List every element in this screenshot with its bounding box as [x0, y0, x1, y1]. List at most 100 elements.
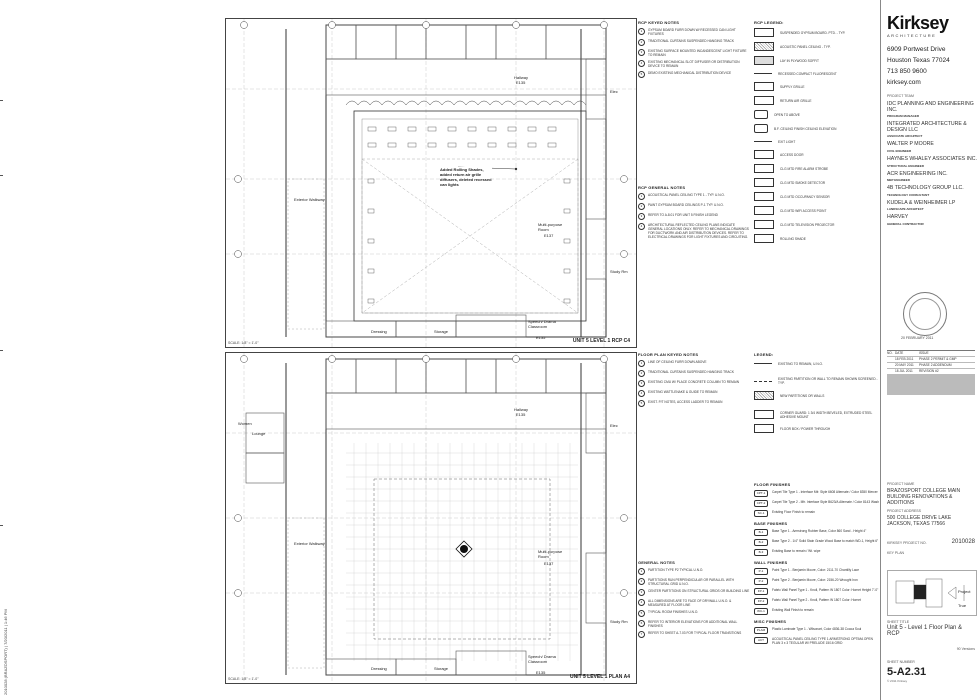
room-label-hallway: Hallway [514, 407, 529, 412]
note-number: 6 [638, 620, 645, 627]
note-number: 7 [638, 631, 645, 638]
legend-text: EXISTING TO REMAIN, U.N.O. [778, 361, 823, 366]
note-number: 3 [638, 380, 645, 387]
finish-text: Carpet Tile Type 1 - Interface Mfr. Styl… [772, 490, 878, 494]
revision-date: 18 FEB 2011 [895, 357, 914, 361]
firm-info: Kirksey ARCHITECTURE 6909 Portwest Drive… [887, 14, 977, 226]
legend-symbol [754, 192, 774, 201]
floor-finishes-heading: FLOOR FINISHES [754, 482, 791, 487]
room-label-hallway: Hallway [514, 75, 529, 80]
edge-tick [0, 350, 3, 351]
legend-symbol [754, 70, 772, 77]
note-text: REFER TO SHEET A-7.03 FOR TYPICAL FLOOR … [648, 631, 742, 635]
room-label-multipurpose: Multi-purpose Room [538, 549, 563, 559]
revision-row [887, 385, 975, 386]
legend-text: CLG MTD SMOKE DETECTOR [780, 180, 826, 185]
floor-plan-scale: SCALE: 1/8" = 1'-0" [228, 677, 259, 681]
legend-text: NEW PARTITIONS OR WALLS [780, 393, 825, 398]
plan-legend-heading: LEGEND: [754, 352, 774, 357]
finish-code: B-2 [754, 539, 768, 546]
finish-text: Existing Floor Finish to remain [772, 510, 815, 514]
legend-text: CLG MTD WIFI ACCESS POINT [780, 208, 827, 213]
title-block: Kirksey ARCHITECTURE 6909 Portwest Drive… [880, 0, 980, 700]
finish-code: FP-1 [754, 588, 768, 595]
copyright: © 2011 Kirksey [887, 679, 908, 683]
note-text: TRADITIONAL CURTAINS SUSPENDED HANGING T… [648, 39, 734, 43]
revision-desc: PHASE 2 PERMIT & GMP [919, 357, 957, 361]
team-member-role: ASSOCIATE ARCHITECT [887, 134, 923, 139]
note-number: 4 [638, 223, 645, 230]
finish-code: PLAM [754, 627, 768, 634]
legend-text: ROLLING SHADE [780, 236, 806, 241]
legend-text: RETURN AIR GRILLE [780, 98, 812, 103]
note-text: ALL DIMENSIONS ARE TO FACE OF DRYWALL U.… [648, 599, 732, 607]
finish-text: Plastic Laminate Type 1 - Wilsonart, Col… [772, 627, 862, 631]
key-plan-label: KEY PLAN [887, 551, 905, 555]
legend-item: EXIT LIGHT [754, 138, 880, 145]
legend-item: FLOOR BOX / POWER THROUGH [754, 424, 880, 433]
legend-symbol [754, 424, 774, 433]
revision-row [887, 376, 975, 377]
finish-code: P-1 [754, 568, 768, 575]
key-plan-drawing [895, 578, 965, 608]
legend-symbol [754, 410, 774, 419]
firm-address: 6909 Portwest Drive Houston Texas 77024 … [887, 44, 977, 88]
key-plan-true-north: True [958, 603, 967, 608]
room-label-storage: Storage [434, 329, 449, 334]
finish-text: Fabric Wall Panel Type 1 - Knoll, Patter… [772, 588, 879, 592]
note-text: EXISTING SURFACE MOUNTED INCANDESCENT LI… [648, 49, 747, 57]
room-label-study: Study Rm [610, 269, 628, 274]
note-number: 2 [638, 39, 645, 46]
architect-seal-icon [903, 292, 947, 336]
legend-symbol [754, 56, 774, 65]
legend-text: EXISTING PARTITION OR WALL TO REMAIN SHO… [778, 377, 878, 385]
rcp-keyed-notes-heading: RCP KEYED NOTES [638, 20, 680, 25]
revision-note: Added Rolling Shades, added return air g… [440, 167, 492, 187]
legend-item: CLG MTD TELEVISION PROJECTOR [754, 220, 880, 229]
room-label-elec: Elec [610, 423, 618, 428]
note-number: 1 [638, 193, 645, 200]
legend-symbol [754, 164, 774, 173]
project-info: PROJECT NAME BRAZOSPORT COLLEGE MAIN BUI… [887, 482, 975, 555]
key-plan: Project True [887, 570, 977, 616]
floor-plan: Hallway E135 Lounge Women Exterior Walkw… [225, 352, 637, 684]
note-text: TYPICAL ROOM FINISHES U.N.O. [648, 610, 699, 614]
legend-item: RETURN AIR GRILLE [754, 96, 880, 105]
revision-row [887, 384, 975, 385]
room-label-women: Women [238, 421, 252, 426]
legend-item: CLG MTD OCCUPANCY SENSOR [754, 192, 880, 201]
note-text: ARCHITECTURAL REFLECTED CEILING PLANS IN… [648, 223, 749, 239]
revision-row [887, 387, 975, 388]
logo-subtitle: ARCHITECTURE [887, 33, 937, 38]
seal-date: 20 FEBRUARY 2011 [901, 336, 934, 340]
legend-item: CORNER GUARD: 1 3/4 WIDTH BEVELED, EXTRU… [754, 410, 880, 419]
legend-item: EXISTING PARTITION OR WALL TO REMAIN SHO… [754, 377, 880, 385]
project-name: BRAZOSPORT COLLEGE MAIN BUILDING RENOVAT… [887, 488, 961, 506]
rcp-plan-title-text: UNIT 5 LEVEL 1 RCP [572, 338, 623, 344]
team-member-role: MEP ENGINEER [887, 178, 910, 183]
floor-plan-title-text: UNIT 5 LEVEL 1 PLAN [569, 674, 623, 680]
room-label-multipurpose: Multi-purpose Room [538, 222, 563, 232]
floor-plan-ref: A4 [623, 674, 630, 680]
note-text: PARTITIONS RUN PERPENDICULAR OR PARALLEL… [648, 578, 734, 586]
revision-date: 18 JUL 2011 [895, 369, 913, 373]
finish-code: WC-1 [754, 608, 768, 615]
finish-text: Carpet Tile Type 2 - Mfr. Interface Styl… [772, 500, 880, 504]
revision-row [887, 379, 975, 380]
revision-row [887, 380, 975, 381]
note-text: EXIST. P/T NOTES, ACCESS LADDER TO REMAI… [648, 400, 723, 404]
rcp-general-notes-heading: RCP GENERAL NOTES [638, 185, 686, 190]
legend-symbol [754, 110, 768, 119]
